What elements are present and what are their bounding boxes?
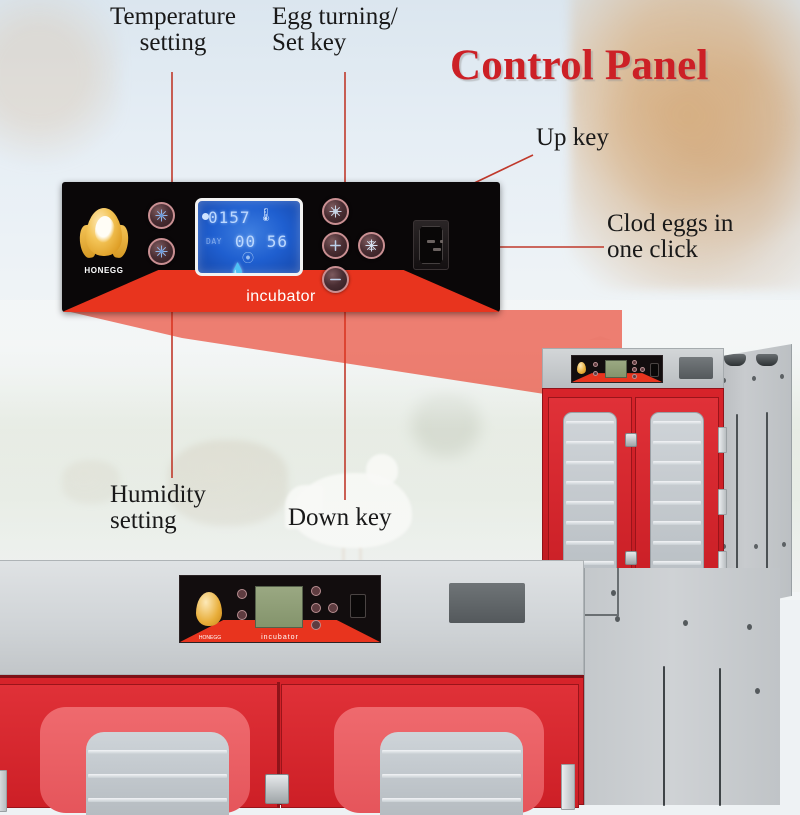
door-latch-upper[interactable]: [625, 433, 637, 447]
callout-egg-turning-set-key: Egg turning/ Set key: [272, 3, 452, 57]
panel-brand-text: incubator: [246, 288, 316, 305]
dot-down: [311, 620, 321, 630]
temperature-setting-button[interactable]: [148, 202, 175, 229]
tree-left: [0, 0, 120, 190]
callout-line-2: one click: [607, 236, 698, 264]
product-incubator-large: HONEGG incubator: [0, 560, 780, 815]
large-mini-lcd: [255, 586, 303, 628]
lcd-temperature-value: 0157: [208, 208, 251, 227]
lcd-display: 0157 🌡 DAY 00 💧 56 ⦿: [195, 198, 303, 276]
callout-line-2: setting: [110, 507, 177, 535]
lcd-day-label: DAY: [206, 237, 222, 246]
lcd-timer-and-humidity: 00 💧 56: [230, 232, 288, 273]
mini-logo: [577, 362, 586, 374]
down-key-button[interactable]: [322, 266, 349, 293]
large-side-bracket: [585, 568, 619, 616]
callout-up-key: Up key: [536, 124, 686, 151]
callout-temperature-setting: Temperature setting: [88, 3, 258, 57]
dot-cold: [328, 603, 338, 613]
dot-hum: [237, 610, 247, 620]
large-mini-control-panel: HONEGG incubator: [179, 575, 381, 643]
large-mini-logo: [196, 592, 222, 626]
egg-turning-set-icon: [328, 204, 343, 219]
honegg-logo: HONEGG: [77, 208, 131, 275]
thermometer-snowflake-icon: [154, 208, 169, 223]
door-hinge-middle: [718, 489, 727, 515]
cold-eggs-button[interactable]: [358, 232, 385, 259]
lcd-timer-value: 00: [234, 232, 257, 251]
cabinet-door-right[interactable]: [635, 397, 719, 597]
callout-humidity-setting: Humidity setting: [110, 481, 270, 535]
callout-line-2: setting: [139, 29, 207, 57]
dot-set: [311, 586, 321, 596]
large-window-right: [334, 707, 544, 815]
cabinet-top-frame: [542, 348, 724, 388]
humidity-setting-button[interactable]: [148, 238, 175, 265]
door-latch-lower[interactable]: [625, 551, 637, 565]
cabinet-vent: [679, 357, 713, 379]
dot-up: [311, 603, 321, 613]
logo-swirl: [95, 216, 115, 243]
large-cabinet-body: [0, 675, 584, 815]
door-window-right: [650, 412, 704, 582]
callout-down-key: Down key: [288, 504, 478, 531]
minus-icon: [328, 272, 343, 287]
large-mini-logo-name: HONEGG: [198, 635, 222, 641]
thermometer-icon: 🌡: [257, 207, 274, 222]
cabinet-door-left[interactable]: [548, 397, 632, 597]
lcd-indicator-dot: [202, 213, 209, 220]
large-door-divider: [277, 682, 280, 808]
cabinet-side-panel: [714, 344, 792, 612]
fan-icon: ⦿: [242, 251, 255, 265]
logo-brand-name: HONEGG: [84, 266, 124, 275]
snowflake-icon: [364, 238, 379, 253]
socket-inner: [419, 226, 443, 264]
callout-line-1: Up key: [536, 124, 609, 151]
humidity-icon: [154, 244, 169, 259]
page-title: Control Panel: [450, 42, 709, 89]
up-key-button[interactable]: [322, 232, 349, 259]
large-cabinet-vent: [449, 583, 525, 623]
large-door-left[interactable]: [0, 684, 279, 815]
callout-line-1: Down key: [288, 504, 392, 531]
mini-control-panel: [571, 355, 663, 383]
large-mini-brand: incubator: [261, 634, 299, 641]
power-inlet-socket[interactable]: [413, 220, 449, 270]
callout-cold-eggs: Clod eggs in one click: [607, 210, 787, 264]
large-window-left: [40, 707, 250, 815]
large-cabinet-side-panel: [584, 568, 780, 806]
large-hinge-left: [0, 770, 7, 812]
door-hinge-upper: [718, 427, 727, 453]
water-drop-icon: 💧: [229, 263, 247, 276]
callout-line-1: Humidity: [110, 481, 206, 508]
large-glass-right: [380, 732, 523, 815]
large-glass-left: [86, 732, 229, 815]
large-cabinet-top-frame: HONEGG incubator: [0, 560, 584, 675]
dot-temp: [237, 589, 247, 599]
autumn-tree-right: [570, 0, 800, 290]
callout-line-2: Set key: [272, 29, 347, 57]
set-key-button[interactable]: [322, 198, 349, 225]
door-window-left: [563, 412, 617, 582]
callout-line-1: Clod eggs in: [607, 210, 734, 237]
large-mini-socket: [350, 594, 366, 618]
large-door-right[interactable]: [281, 684, 579, 815]
large-hinge-right: [561, 764, 575, 810]
plus-icon: [328, 238, 343, 253]
callout-line-1: Egg turning/: [272, 3, 398, 30]
mini-lcd: [605, 360, 627, 378]
callout-line-1: Temperature: [110, 3, 236, 30]
lcd-humidity-value: 56: [266, 232, 288, 251]
